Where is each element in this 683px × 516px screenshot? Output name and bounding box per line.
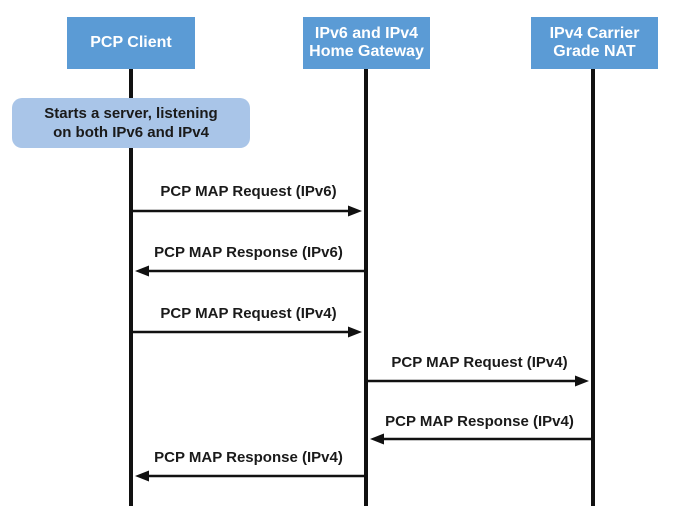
message-arrowhead [575,375,589,387]
message-arrowhead [348,205,362,217]
server-start-note: Starts a server, listening on both IPv6 … [12,98,250,148]
message-label-map-response-ipv4-cgn: PCP MAP Response (IPv4) [385,413,574,430]
carrier-grade-nat-box: IPv4 Carrier Grade NAT [531,17,658,69]
pcp-client-lifeline [129,69,133,506]
message-arrowhead [135,265,149,277]
carrier-grade-nat-lifeline [591,69,595,506]
message-label-map-request-ipv4-gateway: PCP MAP Request (IPv4) [391,354,568,371]
pcp-client-box: PCP Client [67,17,195,69]
message-arrowhead [370,433,384,445]
message-label-map-response-ipv6: PCP MAP Response (IPv6) [154,244,343,261]
message-arrowhead [135,470,149,482]
message-label-map-request-ipv6: PCP MAP Request (IPv6) [160,183,337,200]
home-gateway-lifeline [364,69,368,506]
message-arrowhead [348,326,362,338]
message-label-map-request-ipv4-client: PCP MAP Request (IPv4) [160,305,337,322]
home-gateway-box: IPv6 and IPv4 Home Gateway [303,17,430,69]
message-label-map-response-ipv4-client: PCP MAP Response (IPv4) [154,449,343,466]
